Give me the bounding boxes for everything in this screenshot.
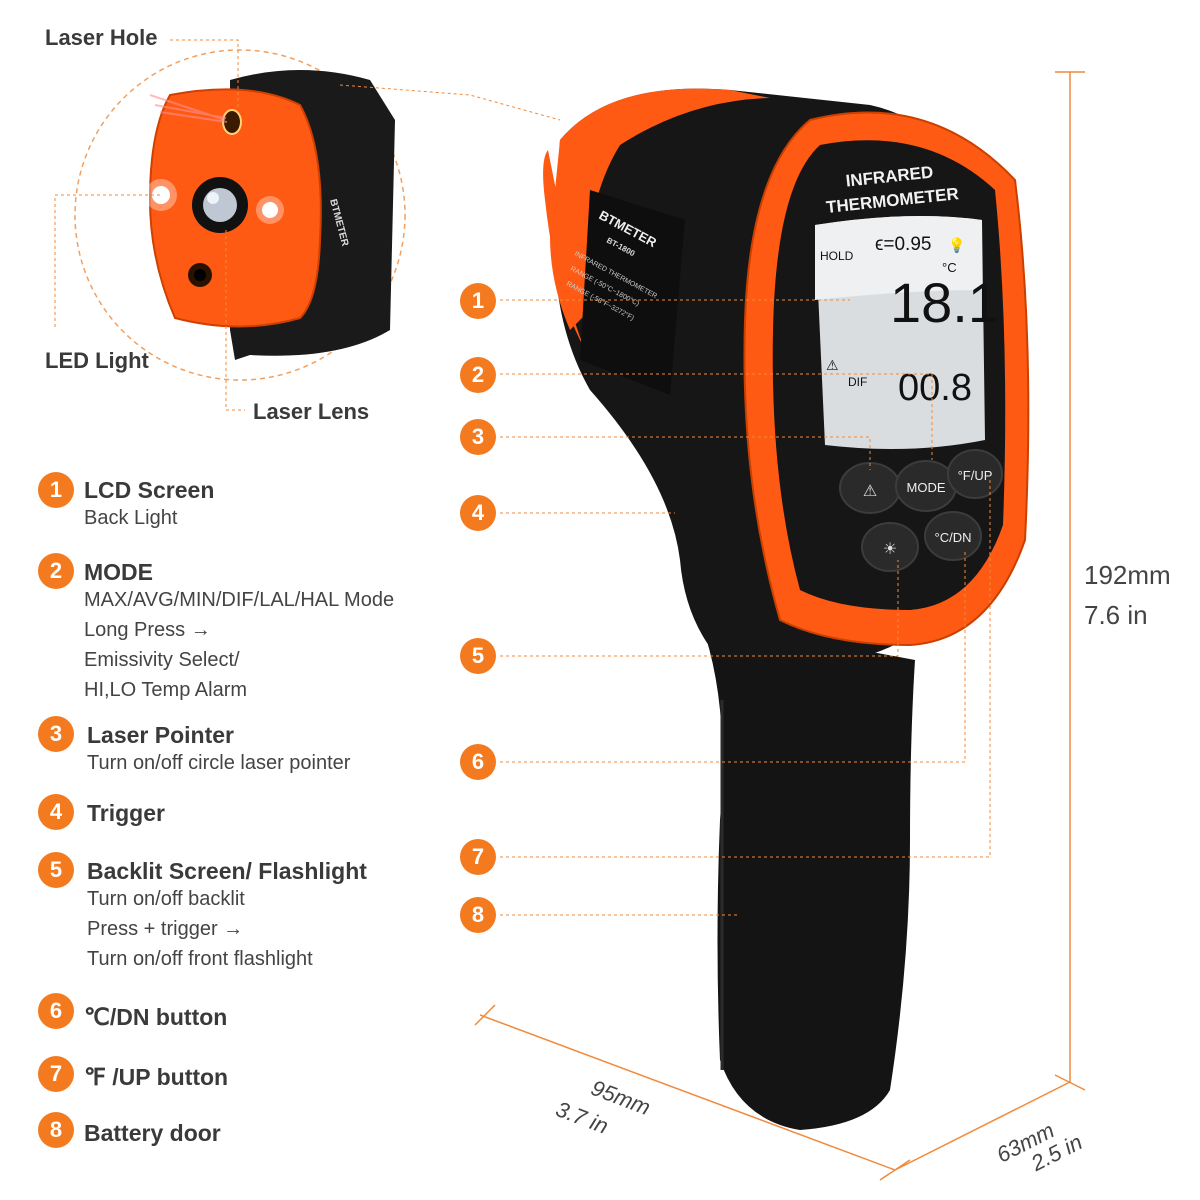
mode-button-label: MODE (907, 480, 946, 495)
feature-4-badge: 4 (38, 794, 74, 830)
callout-1: 1 (460, 283, 496, 319)
feature-1-line-1: Back Light (84, 507, 178, 529)
feature-6-title: ℃/DN button (84, 1004, 228, 1030)
feature-7-badge: 7 (38, 1056, 74, 1092)
lcd-bulb-icon: 💡 (948, 237, 965, 254)
front-closeup-illustration: BTMETER (54, 39, 561, 411)
laser-lens-label: Laser Lens (253, 399, 370, 424)
height-in: 7.6 in (1084, 600, 1148, 630)
callout-6: 6 (460, 744, 496, 780)
callout-8: 8 (460, 897, 496, 933)
callout-3: 3 (460, 419, 496, 455)
lcd-unit: °C (942, 260, 957, 275)
height-mm: 192mm (1084, 560, 1171, 590)
callout-2: 2 (460, 357, 496, 393)
feature-1-badge: 1 (38, 472, 74, 508)
thermometer-illustration: BTMETER BT-1800 INFRARED THERMOMETER RAN… (500, 88, 1030, 1130)
led-light-icon (262, 202, 278, 218)
feature-7-title: ℉ /UP button (84, 1064, 229, 1090)
lcd-main-reading: 18.1 (890, 271, 999, 334)
feature-4-title: Trigger (87, 800, 165, 826)
feature-8-badge: 8 (38, 1112, 74, 1148)
feature-5-title: Backlit Screen/ Flashlight (87, 858, 367, 884)
callout-7: 7 (460, 839, 496, 875)
feature-2-line-4: HI,LO Temp Alarm (84, 679, 248, 701)
callout-5: 5 (460, 638, 496, 674)
lcd-hold: HOLD (820, 249, 854, 263)
feature-1-title: LCD Screen (84, 477, 215, 503)
feature-2-line-2: Long Press → (84, 619, 211, 641)
dimension-lines (474, 71, 1086, 1181)
laser-icon: ⚠ (863, 483, 877, 500)
backlight-flashlight-button[interactable] (861, 522, 919, 572)
c-dn-button[interactable] (924, 511, 982, 561)
callout-4: 4 (460, 495, 496, 531)
feature-2-badge: 2 (38, 553, 74, 589)
led-light-label: LED Light (45, 348, 149, 373)
feature-2-line-3: Emissivity Select/ (84, 649, 240, 671)
lcd-laser-warning-icon: ⚠ (826, 357, 839, 373)
feature-3-line-1: Turn on/off circle laser pointer (87, 752, 351, 774)
feature-8-title: Battery door (84, 1120, 221, 1146)
feature-5-line-3: Turn on/off front flashlight (87, 948, 313, 970)
handle (700, 620, 915, 1130)
f-up-button[interactable] (947, 449, 1003, 499)
c-dn-button-label: °C/DN (935, 530, 972, 545)
feature-6-badge: 6 (38, 993, 74, 1029)
feature-2-title: MODE (84, 559, 153, 585)
feature-5-badge: 5 (38, 852, 74, 888)
feature-2-line-1: MAX/AVG/MIN/DIF/LAL/HAL Mode (84, 589, 395, 611)
flashlight-icon: ☀ (883, 541, 897, 558)
led-light-icon (152, 186, 170, 204)
lcd-emissivity: ϵ=0.95 (875, 234, 931, 255)
feature-3-title: Laser Pointer (87, 722, 234, 748)
lcd-dif-label: DIF (848, 375, 867, 389)
laser-hole-label: Laser Hole (45, 25, 158, 50)
f-up-button-label: °F/UP (958, 468, 993, 483)
feature-5-line-1: Turn on/off backlit (87, 888, 245, 910)
feature-5-line-2: Press + trigger → (87, 918, 244, 940)
feature-3-badge: 3 (38, 716, 74, 752)
